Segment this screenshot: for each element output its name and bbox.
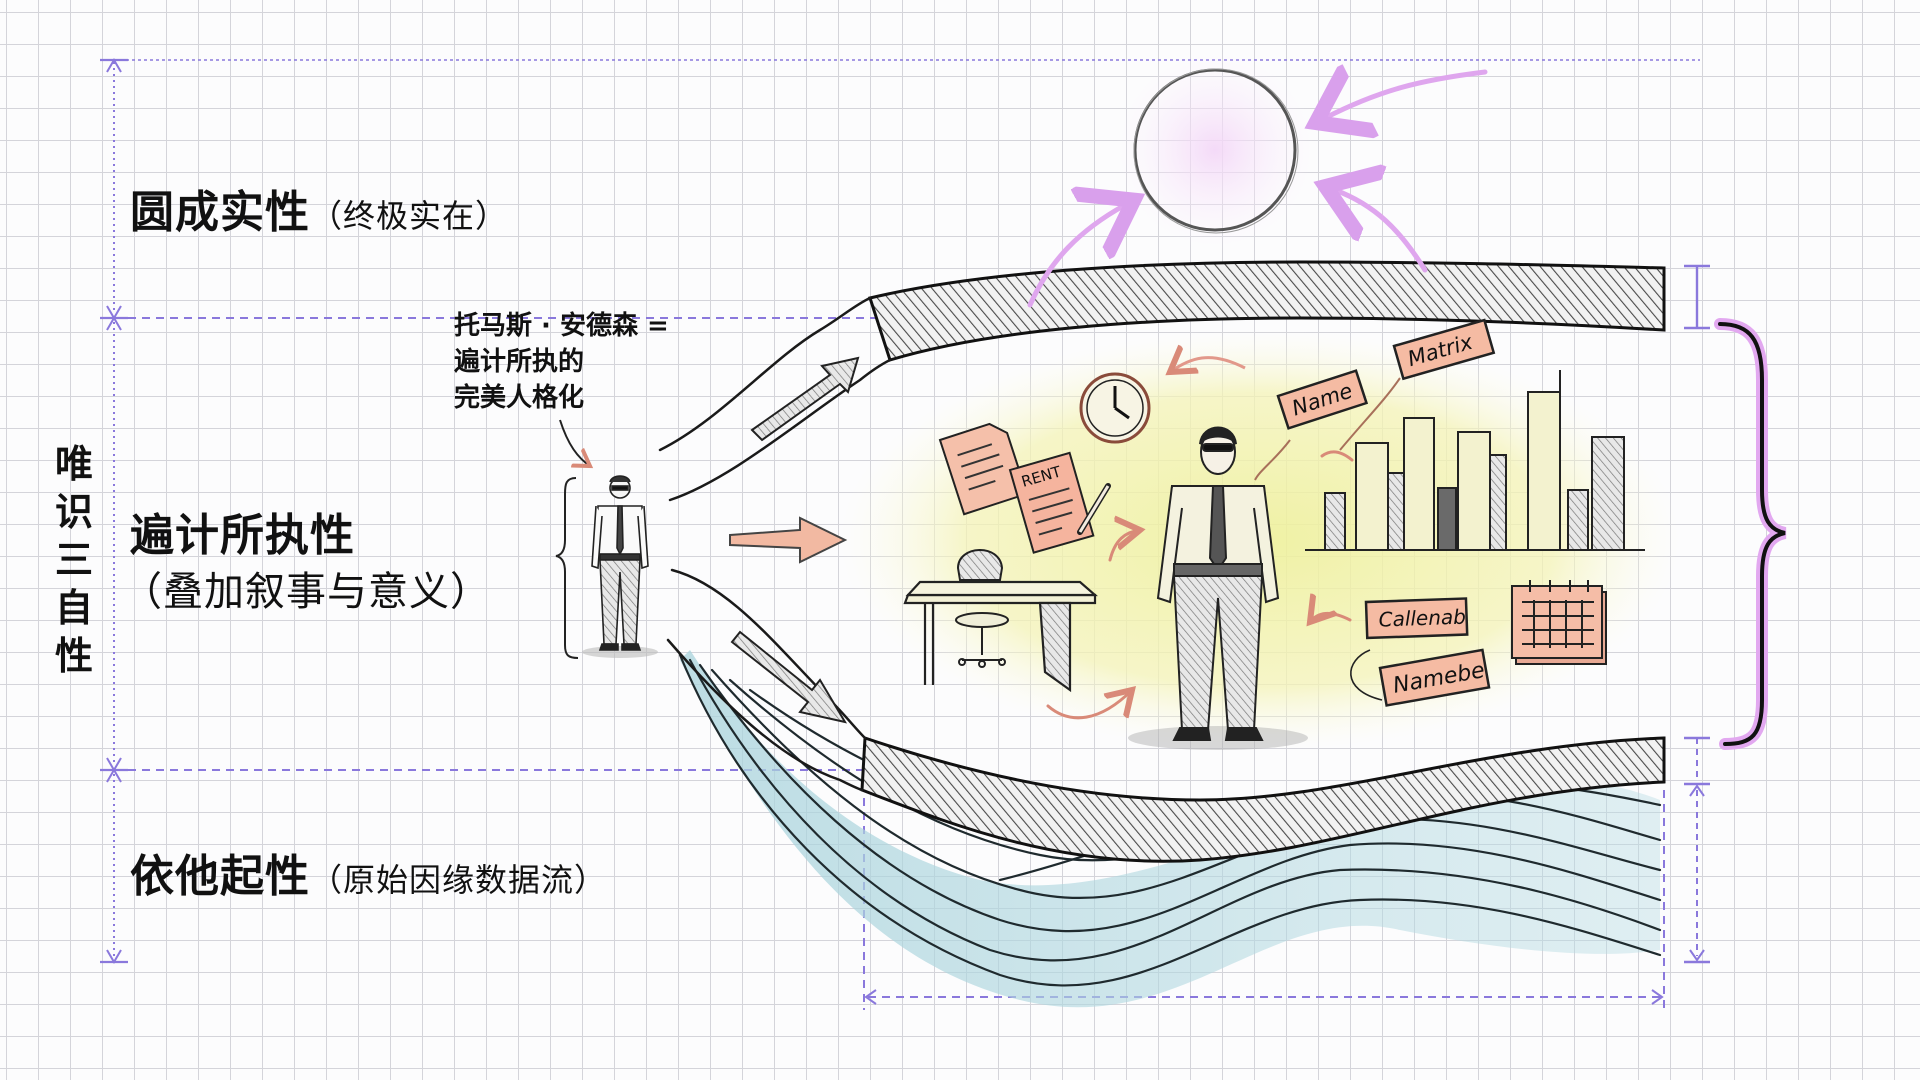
rent-contract-icon: RENT	[1008, 451, 1095, 554]
annotation-thomas-anderson: 托马斯 · 安德森 = 遍计所执的 完美人格化	[454, 311, 669, 413]
tag-calendar: Callenab	[1364, 597, 1469, 640]
level-title-parikalpita: 遍计所执性 （叠加叙事与意义）	[122, 508, 491, 620]
clock-icon	[1079, 372, 1151, 444]
desk-icon	[903, 580, 1098, 693]
level-subtitle: （终极实在）	[310, 197, 509, 235]
svg-text:Callenab: Callenab	[1378, 605, 1466, 632]
level-title: 遍计所执性	[130, 510, 355, 561]
right-brace	[1714, 318, 1787, 750]
small-figure-brace	[555, 477, 579, 659]
arrow-right-icon	[729, 516, 848, 564]
ultimate-reality-circle	[1115, 50, 1315, 250]
tube-upper-band	[868, 260, 1666, 362]
document-icon	[938, 422, 1029, 516]
person-small-icon	[582, 475, 658, 658]
office-chair-icon	[955, 549, 1009, 668]
pencil-icon	[1077, 483, 1111, 535]
level-title: 依他起性	[130, 851, 310, 902]
level-subtitle: （叠加叙事与意义）	[122, 569, 491, 615]
arrow-up-icon	[750, 356, 860, 442]
tag-namebe: Namebe	[1378, 648, 1491, 707]
person-large-icon	[1128, 426, 1308, 750]
city-skyline-icon	[1305, 370, 1645, 551]
level-subtitle: （原始因缘数据流）	[310, 861, 608, 899]
vertical-label-three-natures: 唯识三自性	[54, 442, 93, 678]
tag-name: Name	[1276, 369, 1369, 430]
arrow-down-icon	[730, 630, 848, 724]
level-title: 圆成实性	[130, 187, 310, 238]
level-title-paratantra: 依他起性（原始因缘数据流）	[130, 840, 607, 904]
level-title-parinispanna: 圆成实性（终极实在）	[130, 176, 508, 240]
annotation-pointer	[559, 419, 590, 466]
tag-matrix: Matrix	[1392, 318, 1496, 381]
calendar-icon	[1511, 580, 1607, 665]
tube-lower-band	[860, 735, 1666, 863]
pink-arrows	[1027, 72, 1488, 308]
